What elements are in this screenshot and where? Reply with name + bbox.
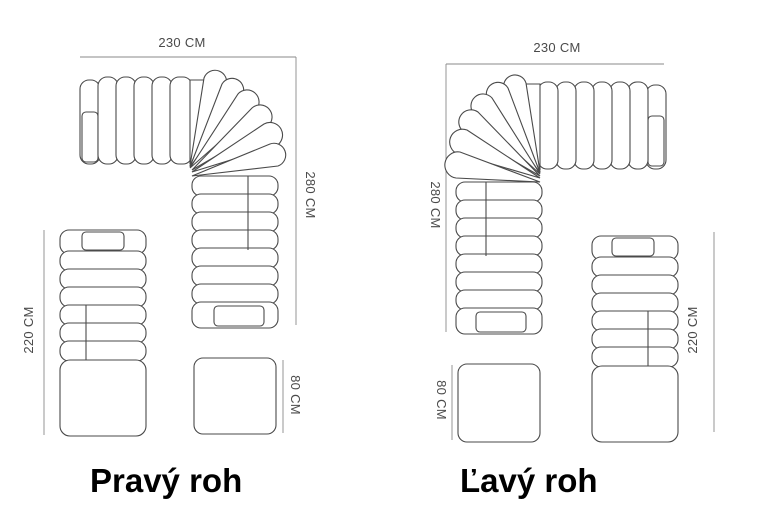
left-chaise-seat	[59, 359, 147, 437]
left-sofa-seat-segment	[191, 265, 279, 287]
left-sofa-seat-segment	[191, 229, 279, 251]
left-chaise-module	[59, 229, 147, 437]
right-chaise-module	[591, 235, 679, 443]
left-chaise-segment	[59, 322, 147, 344]
left-sofa-seat-segment	[191, 175, 279, 197]
right-sofa-end-cushion	[647, 115, 665, 167]
right-sofa-seat-segment	[455, 199, 543, 221]
right-chaise-segment	[591, 310, 679, 332]
right-corner-sofa	[444, 74, 667, 335]
right-sofa-seat-segment	[555, 81, 577, 170]
left-configuration: 230 CM 280 CM 220 CM 80 CM	[21, 35, 318, 437]
right-sofa-seat-segment	[573, 81, 595, 170]
right-sofa-seat-segment	[455, 181, 543, 203]
left-sofa-seat-segment	[191, 247, 279, 269]
right-sofa-seat-segment	[455, 289, 543, 311]
left-sofa-end-cushion	[81, 111, 99, 163]
right-sofa-seat-segment	[537, 81, 559, 170]
right-chaise-segment	[591, 292, 679, 314]
right-chaise-segment	[591, 274, 679, 296]
right-ottoman	[457, 363, 541, 443]
left-sofa-seat-segment	[191, 193, 279, 215]
left-sofa-seat-segment	[151, 76, 173, 165]
right-chaise-segment	[591, 328, 679, 350]
left-sofa-end-cushion	[213, 305, 265, 327]
left-chaise-segment	[59, 304, 147, 326]
left-sofa-seat-segment	[97, 76, 119, 165]
right-sofa-end-cushion	[475, 311, 527, 333]
left-width-label: 230 CM	[158, 35, 205, 50]
right-sofa-seat-segment	[455, 217, 543, 239]
right-sofa-seat-segment	[609, 81, 631, 170]
right-chaise-label: 220 CM	[685, 306, 700, 353]
left-chaise-segment	[59, 250, 147, 272]
left-ottoman-label: 80 CM	[288, 375, 303, 415]
left-sofa-seat-segment	[133, 76, 155, 165]
left-chaise-segment	[59, 268, 147, 290]
right-sofa-seat-segment	[455, 271, 543, 293]
left-sofa-seat-segment	[191, 283, 279, 305]
left-configuration-caption: Pravý roh	[90, 462, 243, 499]
left-sofa-seat-segment	[115, 76, 137, 165]
right-chaise-seat	[591, 365, 679, 443]
right-sofa-corner-segment	[444, 151, 541, 183]
left-corner-sofa	[79, 69, 287, 329]
left-depth-label: 280 CM	[303, 171, 318, 218]
left-ottoman	[193, 357, 277, 435]
left-sofa-corner-segment	[191, 142, 287, 177]
right-chaise-segment	[591, 256, 679, 278]
right-sofa-seat-segment	[627, 81, 649, 170]
left-sofa-seat-segment	[191, 211, 279, 233]
right-sofa-seat-segment	[591, 81, 613, 170]
right-configuration: 230 CM 280 CM 220 CM 80 CM	[428, 40, 715, 443]
right-configuration-caption: Ľavý roh	[460, 462, 598, 499]
left-chaise-label: 220 CM	[21, 306, 36, 353]
right-chaise-segment	[591, 346, 679, 368]
left-chaise-segment	[59, 340, 147, 362]
left-chaise-segment	[59, 286, 147, 308]
left-chaise-end-cushion	[81, 231, 125, 251]
right-sofa-seat-segment	[455, 235, 543, 257]
right-ottoman-label: 80 CM	[434, 380, 449, 420]
right-width-label: 230 CM	[533, 40, 580, 55]
right-depth-label: 280 CM	[428, 181, 443, 228]
right-chaise-end-cushion	[611, 237, 655, 257]
right-sofa-seat-segment	[455, 253, 543, 275]
left-sofa-seat-segment	[169, 76, 193, 165]
